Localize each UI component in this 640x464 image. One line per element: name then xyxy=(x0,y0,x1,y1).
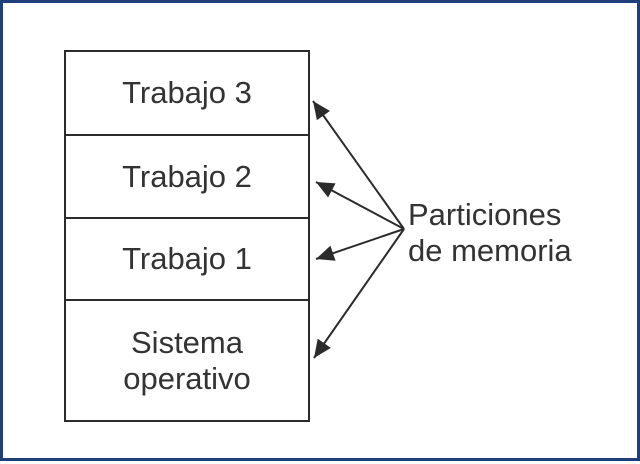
memory-block-label: Trabajo 2 xyxy=(122,158,252,194)
arrow-icon xyxy=(313,228,405,359)
memory-block-label: Trabajo 1 xyxy=(122,241,252,276)
arrow-icon xyxy=(315,228,405,261)
memory-partitions-label: Particiones de memoria xyxy=(408,197,572,269)
memory-block-label: Sistema operativo xyxy=(123,324,251,396)
memory-block-label: Trabajo 3 xyxy=(122,75,252,110)
memory-partitions-label-line-1: Particiones xyxy=(408,197,562,232)
arrow-icon xyxy=(312,100,405,230)
memory-block-operating-system: Sistema operativo xyxy=(66,301,308,420)
memory-stack: Trabajo 3 Trabajo 2 Trabajo 1 Sistema op… xyxy=(64,50,310,422)
arrow-icon xyxy=(315,181,405,230)
memory-block-job-2: Trabajo 2 xyxy=(66,136,308,219)
memory-partitions-label-line-2: de memoria xyxy=(408,233,572,268)
memory-block-job-1: Trabajo 1 xyxy=(66,219,308,301)
memory-block-job-3: Trabajo 3 xyxy=(66,52,308,136)
